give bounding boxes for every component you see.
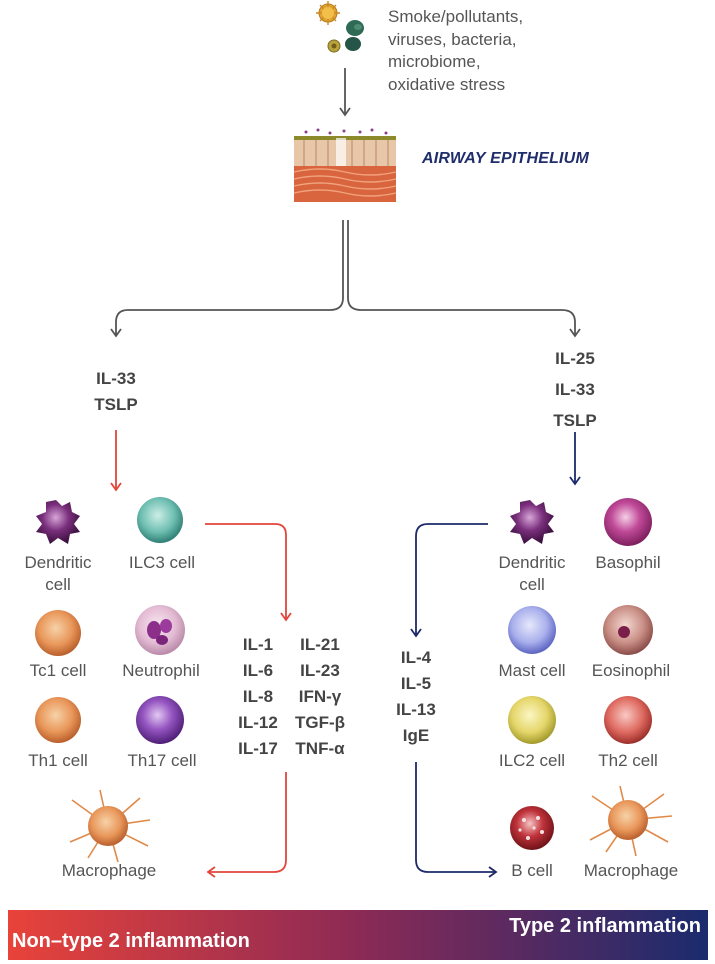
cytokine-label: TSLP: [553, 411, 597, 430]
left-mediators-col2: IL-21 IL-23 IFN-γ TGF-β TNF-α: [288, 632, 352, 762]
to-macrophage-arrow: [206, 772, 287, 878]
trigger-line: viruses, bacteria,: [388, 29, 517, 49]
inflammation-banner: [8, 910, 708, 960]
to-bcell-arrow: [415, 762, 498, 878]
trigger-arrowhead: [339, 107, 351, 117]
mediator-label: IL-12: [238, 713, 278, 732]
mediator-label: IL-4: [400, 648, 432, 667]
ilc2-cell-icon: [508, 696, 556, 744]
mast-cell-label: Mast cell: [498, 661, 566, 680]
to-mediators-arrow: [205, 523, 292, 622]
mediator-label: TGF-β: [294, 713, 346, 732]
pollutant-particle-icon: [327, 39, 341, 53]
th2-cell-icon: [604, 696, 652, 744]
mediator-label: IL-21: [300, 635, 340, 654]
tc1-cell-label: Tc1 cell: [29, 661, 87, 680]
ilc3-cell-label: ILC3 cell: [128, 553, 196, 572]
airway-epithelium-label: AIRWAY EPITHELIUM: [422, 150, 589, 167]
th17-cell-icon: [136, 696, 184, 744]
basophil-icon: [604, 498, 652, 546]
ilc3-cell-icon: [137, 497, 183, 543]
dendritic-cell-left-icon: [36, 500, 80, 544]
cell-label-line: cell: [45, 575, 71, 594]
mediator-label: IgE: [402, 726, 430, 745]
left-cytokines: IL-33 TSLP: [86, 366, 146, 418]
trigger-line: microbiome,: [388, 52, 481, 71]
trigger-text: Smoke/pollutants, viruses, bacteria, mic…: [388, 6, 523, 96]
dendritic-cell-left-label: Dendritic cell: [8, 552, 108, 596]
neutrophil-icon: [135, 605, 185, 655]
th1-cell-icon: [35, 697, 81, 743]
split-connector: [110, 220, 581, 338]
dendritic-cell-right-icon: [510, 500, 554, 544]
b-cell-label: B cell: [511, 861, 553, 880]
macrophage-left-icon: [69, 789, 151, 863]
basophil-label: Basophil: [595, 553, 661, 572]
mediator-label: IL-23: [300, 661, 340, 680]
mediator-label: IFN-γ: [298, 687, 342, 706]
non-type2-label: Non–type 2 inflammation: [12, 930, 250, 952]
right-mediators: IL-4 IL-5 IL-13 IgE: [388, 645, 444, 749]
cytokine-label: TSLP: [94, 395, 138, 414]
mediator-label: IL-6: [242, 661, 274, 680]
mediator-label: IL-13: [396, 700, 436, 719]
macrophage-right-icon: [589, 785, 673, 857]
th17-cell-label: Th17 cell: [127, 751, 197, 770]
mediator-label: IL-17: [238, 739, 278, 758]
macrophage-left-label: Macrophage: [61, 861, 157, 880]
virus-icon: [316, 1, 340, 25]
cell-label-line: Dendritic: [24, 553, 92, 572]
cytokine-label: IL-33: [555, 380, 595, 399]
trigger-line: oxidative stress: [388, 74, 506, 94]
mediator-label: TNF-α: [295, 739, 345, 758]
ilc2-cell-label: ILC2 cell: [498, 751, 566, 770]
cell-label-line: Dendritic: [498, 553, 566, 572]
mediator-label: IL-8: [242, 687, 274, 706]
tc1-cell-icon: [35, 610, 81, 656]
cell-label-line: cell: [519, 575, 545, 594]
eosinophil-label: Eosinophil: [591, 661, 671, 680]
mast-cell-icon: [508, 606, 556, 654]
dendritic-cell-right-label: Dendritic cell: [482, 552, 582, 596]
type2-label: Type 2 inflammation: [509, 915, 701, 937]
right-cytokines: IL-25 IL-33 TSLP: [545, 343, 605, 436]
left-mediators-col1: IL-1 IL-6 IL-8 IL-12 IL-17: [232, 632, 284, 762]
cytokine-label: IL-33: [96, 369, 136, 388]
th1-cell-label: Th1 cell: [28, 751, 88, 770]
cytokine-label: IL-25: [555, 349, 595, 368]
airway-epithelium-icon: [293, 128, 397, 202]
bacteria-icon: [345, 20, 364, 51]
mediator-label: IL-5: [400, 674, 432, 693]
th2-cell-label: Th2 cell: [598, 751, 658, 770]
right-navy-arrow: [569, 432, 581, 486]
neutrophil-label: Neutrophil: [122, 661, 200, 680]
left-red-arrow: [110, 430, 122, 492]
to-right-mediators-arrow: [410, 523, 488, 638]
macrophage-right-label: Macrophage: [583, 861, 679, 880]
b-cell-icon: [510, 806, 554, 850]
eosinophil-icon: [603, 605, 653, 655]
mediator-label: IL-1: [242, 635, 274, 654]
trigger-line: Smoke/pollutants,: [388, 7, 524, 26]
